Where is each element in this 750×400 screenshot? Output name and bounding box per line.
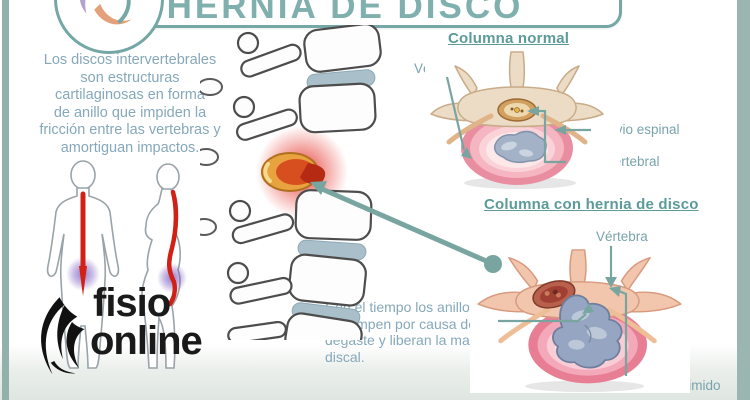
brand-line-fisio: fisio — [93, 281, 171, 325]
header-banner: HERNIA DE DISCO — [68, 0, 622, 28]
brand-logo-circle-icon — [54, 0, 164, 54]
heading-columna-hernia: Columna con hernia de disco — [484, 196, 699, 213]
intro-paragraph: Los discos intervertebrales son estructu… — [39, 52, 221, 156]
brand-line-online: online — [90, 319, 203, 363]
spine-lateral-illustration — [200, 25, 382, 340]
label-vertebra-hernia: Vértebra — [596, 229, 648, 244]
vertebra-hernia-illustration — [470, 248, 690, 393]
heading-columna-normal: Columna normal — [448, 30, 570, 47]
right-border-bar — [737, 0, 750, 400]
brand-wordmark: fisio online — [90, 281, 203, 363]
page-title: HERNIA DE DISCO — [166, 0, 524, 26]
brand-flame-icon — [41, 297, 85, 375]
vertebra-normal-illustration — [425, 50, 620, 190]
swirl-leaf-icon — [80, 0, 132, 25]
left-border-bar — [2, 0, 9, 400]
